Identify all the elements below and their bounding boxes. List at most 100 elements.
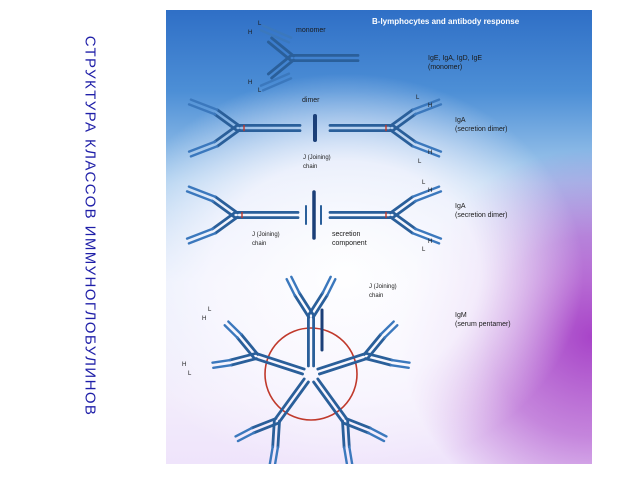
secretory-left-arm <box>214 215 239 235</box>
pentamer-unit-5-arm <box>239 332 260 356</box>
class-name-3: IgA <box>455 203 466 210</box>
label-chain-3: chain <box>369 293 383 299</box>
label-h: H <box>202 316 206 322</box>
dimer-right-light-chain <box>411 145 441 158</box>
label-h: H <box>182 362 186 368</box>
pentamer-unit-3-arm <box>342 421 370 435</box>
class-desc-3: (secretion dimer) <box>455 212 508 219</box>
label-h: H <box>248 30 252 36</box>
dimer-left-light-chain <box>189 98 219 111</box>
secretory-left-light-chain <box>187 185 217 198</box>
dimer-right-light-chain <box>411 98 441 111</box>
pentamer-unit-3-light-chain <box>369 426 388 438</box>
label-h: H <box>248 80 252 86</box>
label-dimer: dimer <box>302 97 320 104</box>
monomer-light-chain <box>259 29 291 44</box>
dimer-left-arm <box>216 108 241 128</box>
secretory-right-arm <box>389 215 414 235</box>
pentamer-unit-5-arm <box>229 357 258 367</box>
label-chain-2: chain <box>252 241 266 247</box>
pentamer-unit-4-arm <box>271 419 276 449</box>
panel-title: B-lymphocytes and antibody response <box>372 17 520 26</box>
pentamer-unit-5-light-chain <box>227 320 243 336</box>
label-h: H <box>428 103 432 109</box>
pentamer-unit-5-stem <box>255 352 306 371</box>
class-desc-1: (monomer) <box>428 64 462 71</box>
class-name-1: IgE, IgA, IgD, IgE <box>428 55 482 62</box>
monomer-light-chain <box>261 24 293 39</box>
pentamer-unit-3-light-chain <box>348 445 354 464</box>
pentamer-unit-3-light-chain <box>366 431 386 443</box>
pentamer-unit-1-arm <box>311 293 329 319</box>
dimer-right-light-chain <box>413 103 443 116</box>
label-j-chain-1: J (Joining) <box>303 155 331 161</box>
diagram-panel: B-lymphocytes and antibody response mono… <box>166 10 592 464</box>
secretory-left-light-chain <box>187 232 217 245</box>
dimer-right-arm <box>392 124 417 144</box>
secretory-right-light-chain <box>413 227 443 240</box>
label-j-chain-2: J (Joining) <box>252 232 280 238</box>
secretory-right-arm <box>389 195 414 215</box>
pentamer-unit-4-stem <box>273 377 306 421</box>
dimer-right-arm <box>389 108 414 128</box>
pentamer-unit-2-arm <box>362 332 383 356</box>
pentamer-unit-1-arm <box>293 293 311 319</box>
secretory-left-arm <box>214 195 239 215</box>
pentamer-unit-4-light-chain <box>234 426 253 438</box>
secretory-left-arm <box>211 211 236 231</box>
secretory-right-light-chain <box>411 232 441 245</box>
pentamer-unit-5-light-chain <box>223 324 239 340</box>
monomer-light-chain <box>259 72 291 87</box>
monomer-light-chain <box>261 77 293 92</box>
pentamer-unit-5-stem <box>253 357 304 376</box>
label-h: H <box>428 239 432 245</box>
pentamer-unit-2-light-chain <box>389 363 410 370</box>
pentamer-unit-3-stem <box>312 380 345 424</box>
dimer-left-light-chain <box>187 140 217 153</box>
label-j-chain-3: J (Joining) <box>369 284 397 290</box>
antibody-diagram: B-lymphocytes and antibody response mono… <box>182 17 520 464</box>
pentamer-unit-1-arm <box>297 291 315 317</box>
pentamer-unit-1-light-chain <box>285 277 296 297</box>
secretory-left-light-chain <box>185 227 215 240</box>
class-desc-4: (serum pentamer) <box>455 321 511 328</box>
pentamer-unit-2-light-chain <box>383 324 399 340</box>
pentamer-unit-3-arm <box>344 417 372 430</box>
class-name-4: IgM <box>455 312 467 319</box>
label-h: H <box>428 188 432 194</box>
monomer-arm <box>270 36 296 58</box>
pentamer-unit-3-light-chain <box>342 446 349 464</box>
pentamer-unit-4-light-chain <box>268 445 274 464</box>
dimer-right-light-chain <box>413 140 443 153</box>
pentamer-unit-5-light-chain <box>212 363 233 370</box>
pentamer-unit-4-arm <box>276 419 281 449</box>
label-l: L <box>422 247 426 253</box>
dimer-right-arm <box>389 128 414 148</box>
pentamer-unit-5-light-chain <box>211 358 232 364</box>
dimer-left-light-chain <box>189 145 219 158</box>
label-l: L <box>258 88 262 94</box>
secretory-right-arm <box>392 211 417 231</box>
label-monomer: monomer <box>296 27 326 34</box>
label-component: component <box>332 240 367 247</box>
pentamer-unit-2-arm <box>364 357 393 367</box>
pentamer-unit-3-arm <box>341 419 346 449</box>
secretory-right-light-chain <box>413 190 443 203</box>
monomer-arm <box>270 58 296 80</box>
class-desc-2: (secretion dimer) <box>455 126 508 133</box>
pentamer-unit-2-stem <box>318 357 369 376</box>
pentamer-unit-1-light-chain <box>290 275 301 295</box>
label-h: H <box>428 150 432 156</box>
pentamer-unit-4-light-chain <box>273 446 280 464</box>
class-name-2: IgA <box>455 117 466 124</box>
label-l: L <box>416 95 420 101</box>
label-l: L <box>418 159 422 165</box>
pentamer-unit-4-arm <box>250 417 278 430</box>
label-chain-1: chain <box>303 164 317 170</box>
monomer-arm <box>266 54 292 76</box>
dimer-left-light-chain <box>187 103 217 116</box>
pentamer-ring <box>264 327 358 421</box>
secretory-right-light-chain <box>411 185 441 198</box>
pentamer-unit-2-light-chain <box>379 320 395 336</box>
dimer-left-arm <box>216 128 241 148</box>
